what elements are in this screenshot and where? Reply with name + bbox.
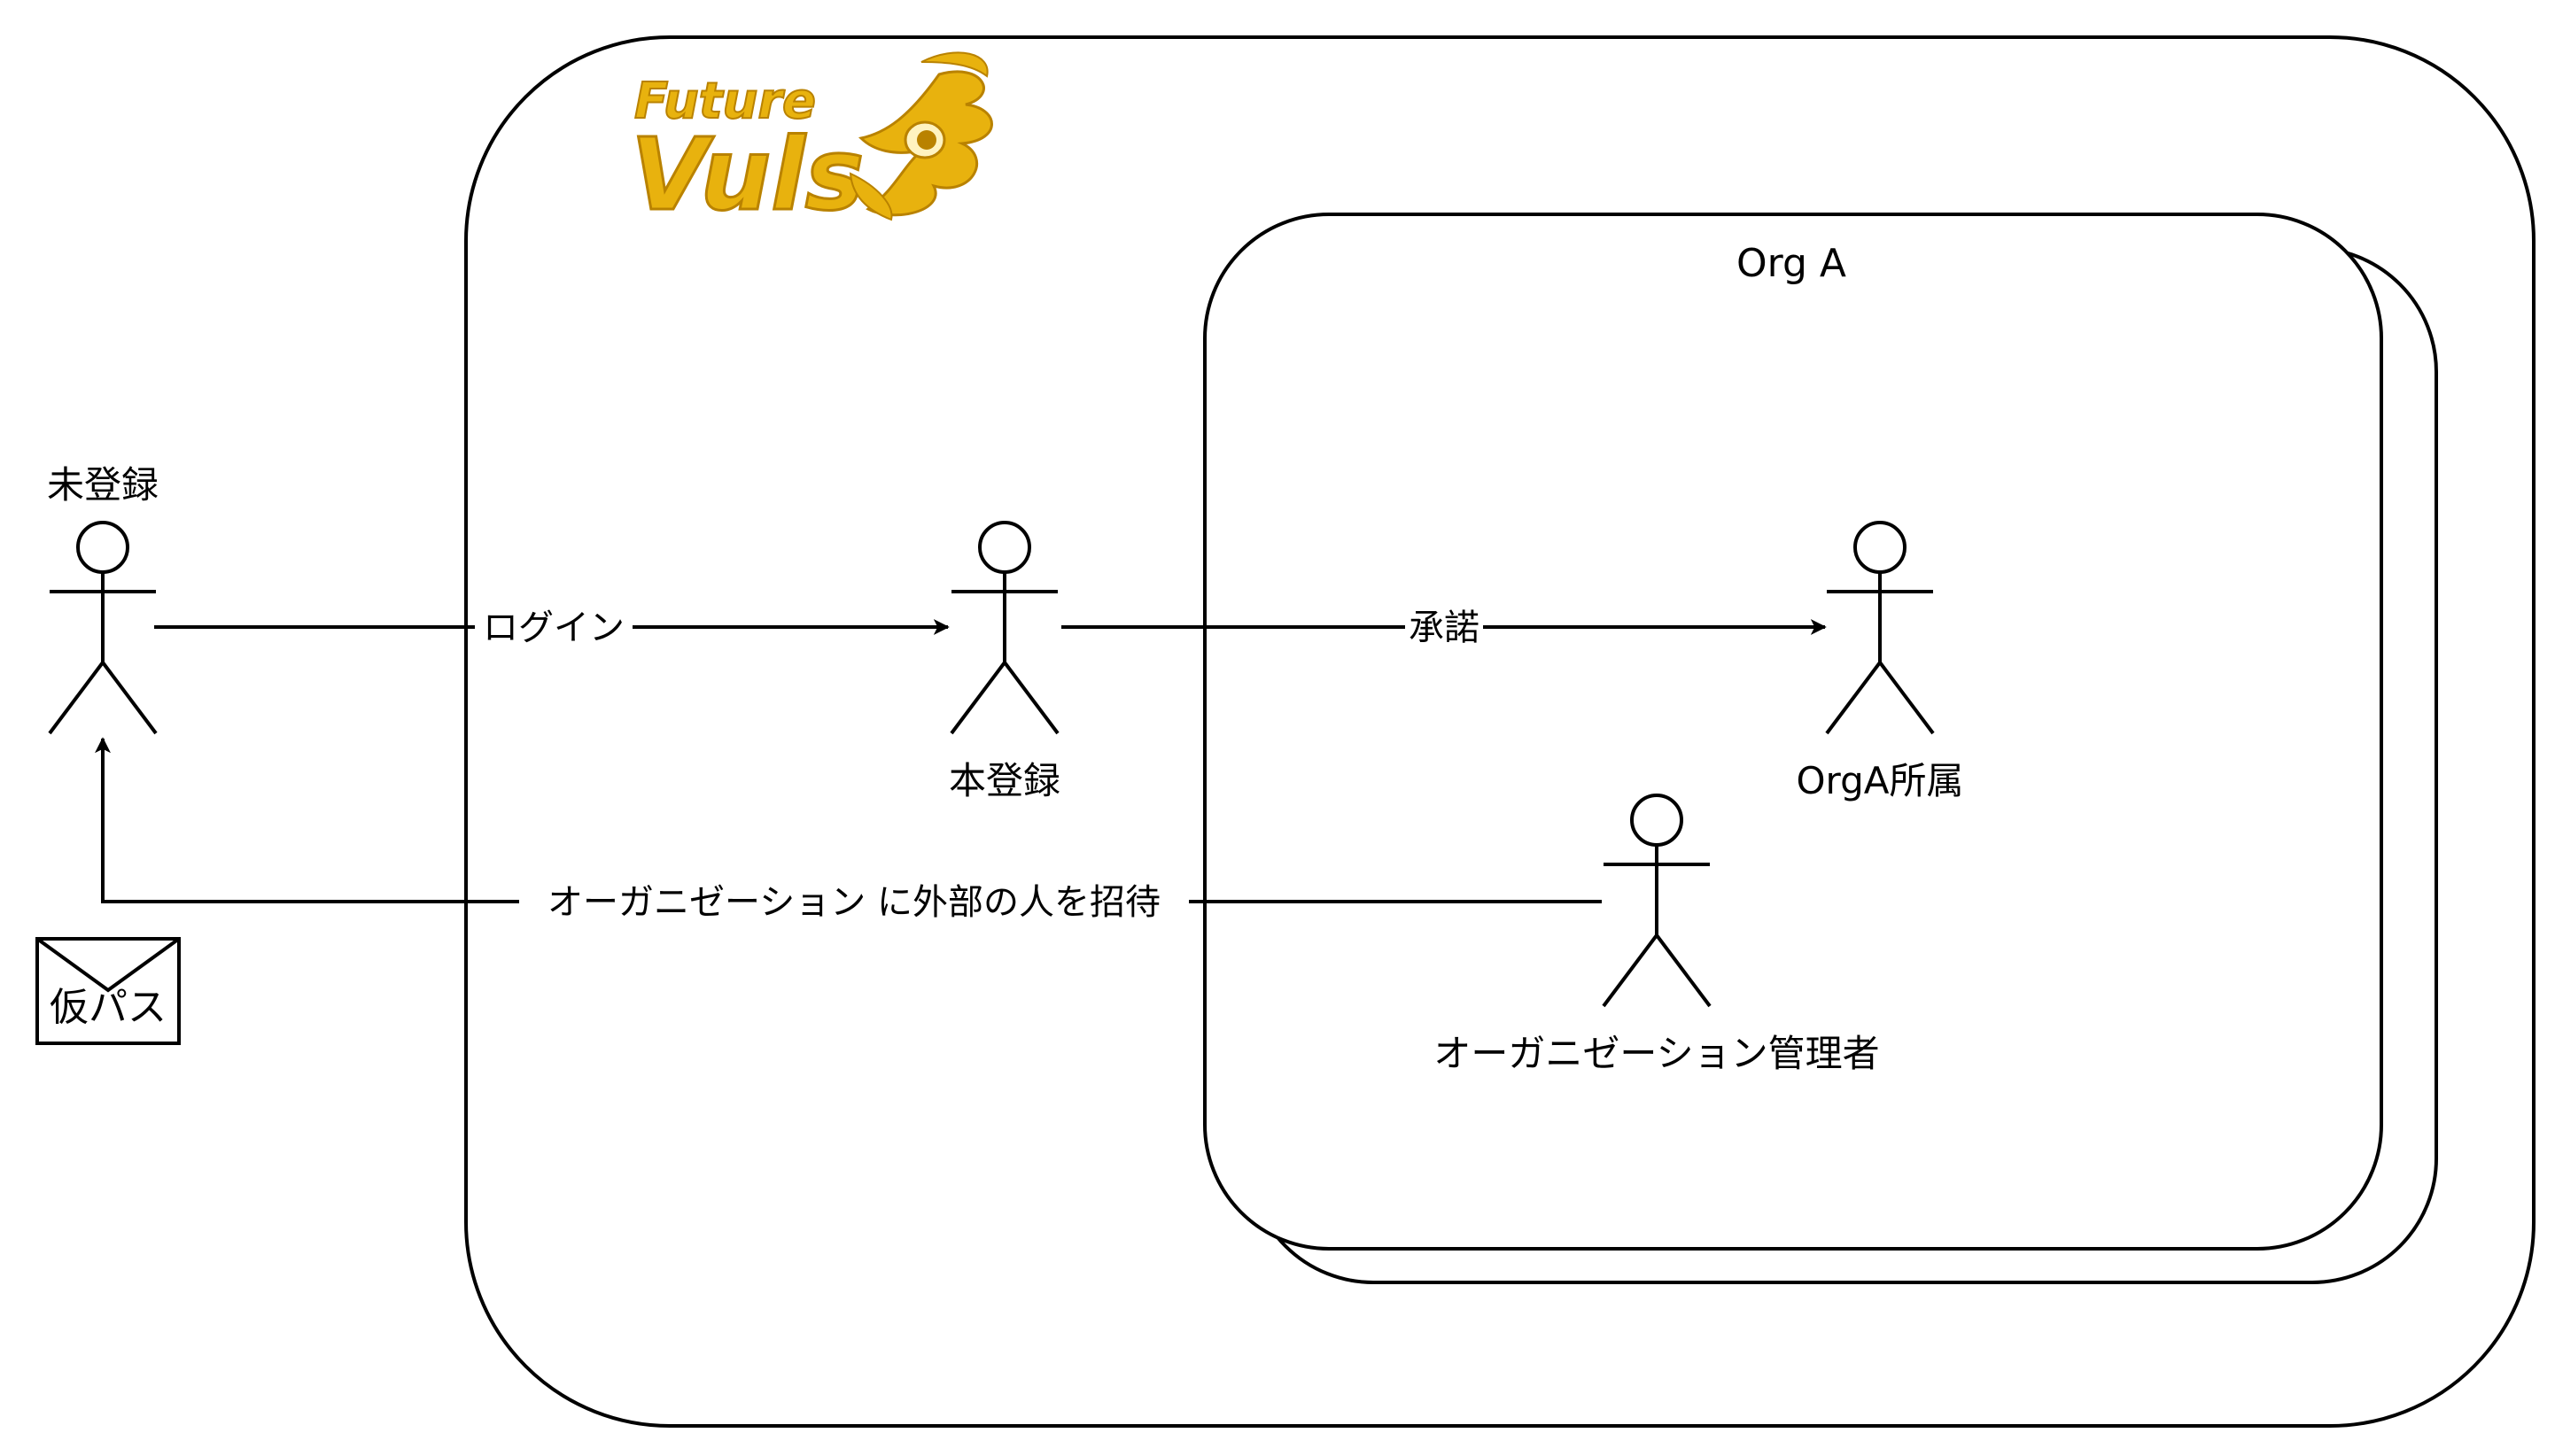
actor-unregistered-label: 未登録: [47, 463, 159, 507]
org-title: Org A: [1736, 241, 1846, 286]
actor-unregistered: 未登録: [47, 463, 159, 735]
actor-admin: オーガニゼーション管理者: [1433, 794, 1880, 1075]
person-icon: [1825, 521, 1935, 735]
mail-flap: [35, 937, 181, 993]
futurevuls-container: [464, 35, 2536, 1428]
edge-approve-label: 承諾: [1409, 608, 1479, 648]
person-icon: [48, 521, 158, 735]
actor-admin-label: オーガニゼーション管理者: [1433, 1032, 1879, 1075]
eye-icon: [849, 51, 993, 221]
edge-login: ログイン: [154, 602, 950, 652]
mail-label: 仮パス: [50, 985, 167, 1030]
logo-text-bottom: Vuls: [631, 118, 864, 233]
actor-member-label: OrgA所属: [1797, 759, 1964, 802]
actor-registered: 本登録: [949, 521, 1060, 802]
temp-password-mail: 仮パス: [35, 937, 181, 1045]
actor-member: OrgA所属: [1797, 521, 1964, 802]
edge-invite: オーガニゼーション に外部の人を招待: [95, 737, 1602, 926]
org-container: [1203, 213, 2383, 1251]
edge-invite-label: オーガニゼーション に外部の人を招待: [548, 882, 1161, 923]
person-icon: [1602, 794, 1712, 1008]
edge-approve: 承諾: [1061, 602, 1827, 652]
person-icon: [950, 521, 1060, 735]
actor-registered-label: 本登録: [949, 759, 1060, 802]
logo-text-top: Future: [634, 73, 816, 130]
edge-login-label: ログイン: [483, 608, 625, 648]
futurevuls-logo: Future Vuls: [630, 51, 993, 235]
